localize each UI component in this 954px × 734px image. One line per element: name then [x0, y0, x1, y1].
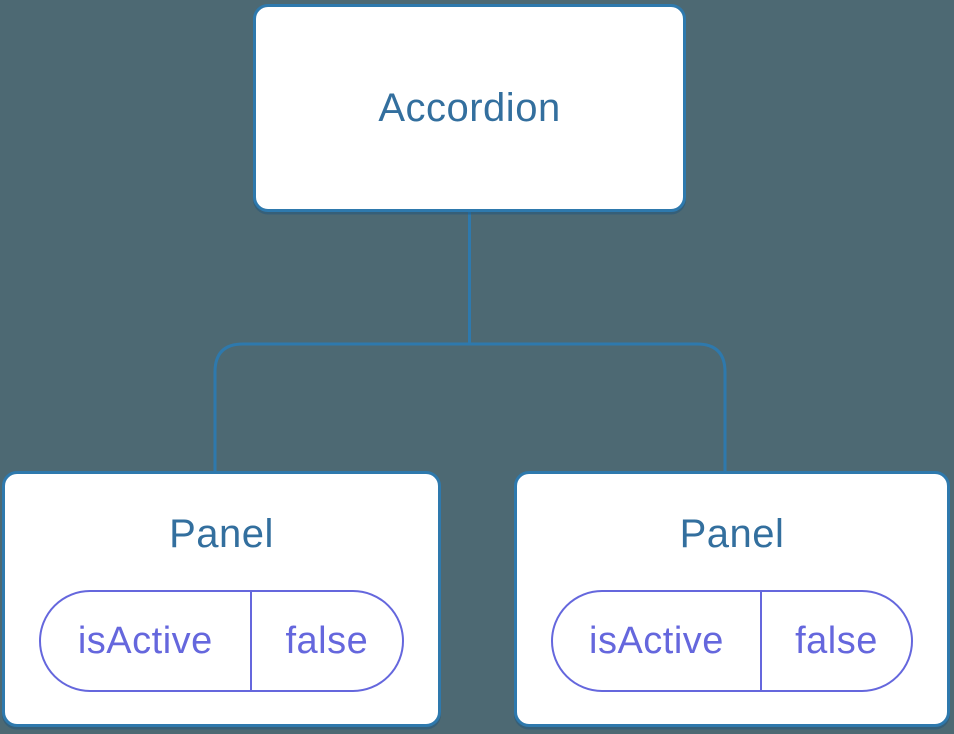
panel-1-state-key-cell: isActive [41, 592, 252, 690]
node-panel-1: Panel isActive false [2, 471, 441, 727]
panel-2-node-label: Panel [679, 512, 785, 556]
panel-2-state-pill: isActive false [551, 590, 913, 692]
node-accordion: Accordion [253, 4, 686, 212]
panel-1-state-value: false [285, 619, 369, 662]
panel-2-state-key: isActive [589, 619, 724, 662]
connector-branch-line [213, 342, 727, 472]
panel-2-state-value-cell: false [762, 592, 911, 690]
panel-1-node-label: Panel [169, 512, 274, 556]
panel-1-state-key: isActive [77, 619, 213, 662]
panel-2-state-key-cell: isActive [553, 592, 762, 690]
panel-1-state-value-cell: false [252, 592, 402, 690]
accordion-node-label: Accordion [378, 85, 561, 130]
panel-1-state-pill: isActive false [39, 590, 404, 692]
node-panel-2: Panel isActive false [514, 471, 950, 727]
panel-2-state-value: false [795, 619, 878, 662]
